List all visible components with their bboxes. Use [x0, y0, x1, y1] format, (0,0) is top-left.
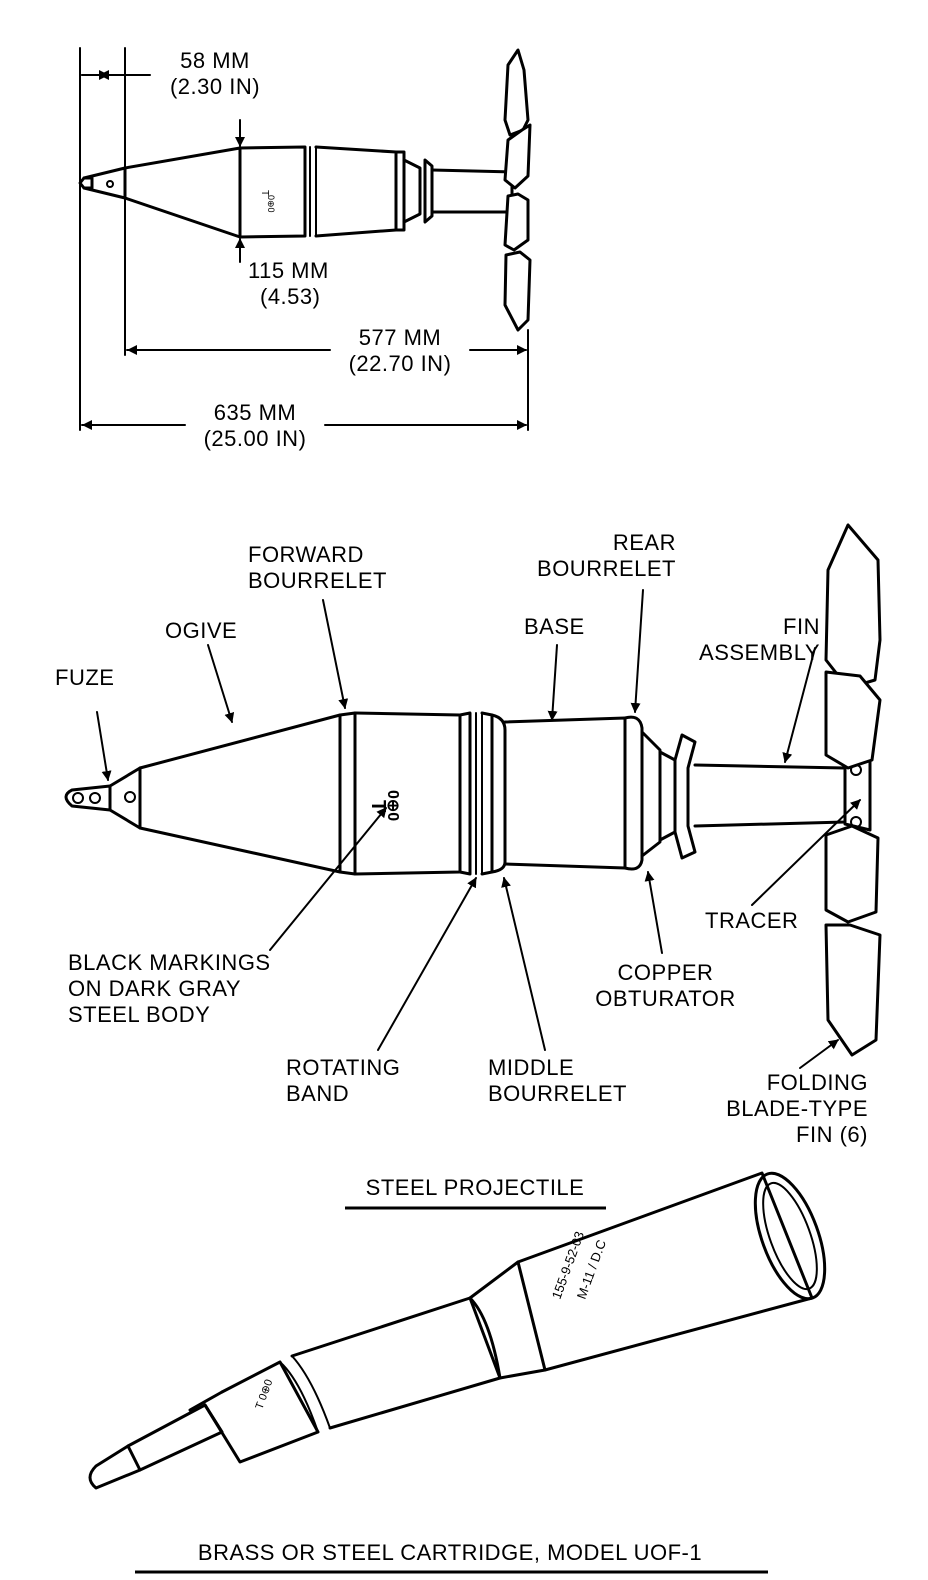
label-forward-bourrelet-line1: FORWARD — [248, 542, 364, 567]
label-markings-line2: ON DARK GRAY — [68, 976, 242, 1001]
caption-cartridge: BRASS OR STEEL CARTRIDGE, MODEL UOF-1 — [197, 1540, 703, 1565]
label-copper-obturator-line1: COPPER — [617, 960, 714, 985]
svg-text:0⊕0: 0⊕0 — [384, 790, 401, 821]
dim-body-diameter-mm: 115 MM — [248, 258, 329, 283]
label-folding-fin: FOLDING BLADE-TYPE FIN (6) — [690, 1070, 868, 1148]
svg-text:T: T — [259, 190, 270, 196]
dim-nose-length-in: (2.30 IN) — [169, 74, 261, 99]
label-rear-bourrelet: REAR BOURRELET — [508, 530, 676, 582]
label-fin-assembly: FIN ASSEMBLY — [670, 614, 820, 666]
label-ogive: OGIVE — [165, 618, 238, 643]
label-markings: BLACK MARKINGS ON DARK GRAY STEEL BODY — [68, 950, 271, 1028]
dim-body-diameter-in: (4.53) — [260, 284, 321, 309]
label-folding-fin-line3: FIN (6) — [796, 1122, 868, 1147]
cartridge-drawing: 155-9-52-03 M-11 / D.C T 0⊕0 — [88, 1171, 827, 1490]
label-rotating-band-line2: BAND — [286, 1081, 350, 1106]
label-tracer: TRACER — [705, 908, 799, 933]
label-forward-bourrelet-line2: BOURRELET — [248, 568, 387, 593]
label-fin-assembly-line2: ASSEMBLY — [699, 640, 820, 665]
label-forward-bourrelet: FORWARD BOURRELET — [248, 542, 387, 594]
label-middle-bourrelet-line1: MIDDLE — [488, 1055, 575, 1080]
label-base: BASE — [524, 614, 585, 639]
label-markings-line3: STEEL BODY — [68, 1002, 211, 1027]
label-markings-line1: BLACK MARKINGS — [68, 950, 271, 975]
label-middle-bourrelet: MIDDLE BOURRELET — [488, 1055, 627, 1107]
dim-body-length: 577 MM (22.70 IN) — [330, 325, 470, 377]
dim-overall-length-in: (25.00 IN) — [203, 426, 307, 451]
label-rotating-band: ROTATING BAND — [286, 1055, 400, 1107]
label-rear-bourrelet-line2: BOURRELET — [537, 556, 676, 581]
dim-overall-length-mm: 635 MM — [213, 400, 297, 425]
dim-body-length-in: (22.70 IN) — [348, 351, 452, 376]
label-folding-fin-line1: FOLDING — [766, 1070, 868, 1095]
label-copper-obturator-line2: OBTURATOR — [595, 986, 736, 1011]
label-copper-obturator: COPPER OBTURATOR — [578, 960, 753, 1012]
dim-body-diameter: 115 MM (4.53) — [248, 258, 329, 310]
caption-steel-projectile: STEEL PROJECTILE — [365, 1175, 585, 1200]
dim-nose-length: 58 MM (2.30 IN) — [150, 48, 280, 100]
steel-projectile-drawing: T 0⊕0 — [64, 523, 882, 1069]
label-fin-assembly-line1: FIN — [783, 614, 820, 639]
small-projectile-drawing: T 0⊕0 — [78, 47, 532, 431]
dim-body-length-mm: 577 MM — [358, 325, 442, 350]
label-rear-bourrelet-line1: REAR — [612, 530, 676, 555]
label-middle-bourrelet-line2: BOURRELET — [488, 1081, 627, 1106]
dim-nose-length-mm: 58 MM — [180, 48, 250, 73]
svg-text:T 0⊕0: T 0⊕0 — [254, 1378, 276, 1411]
label-folding-fin-line2: BLADE-TYPE — [726, 1096, 868, 1121]
dim-overall-length: 635 MM (25.00 IN) — [185, 400, 325, 452]
label-fuze: FUZE — [55, 665, 115, 690]
label-rotating-band-line1: ROTATING — [286, 1055, 401, 1080]
svg-text:0⊕0: 0⊕0 — [266, 195, 276, 213]
